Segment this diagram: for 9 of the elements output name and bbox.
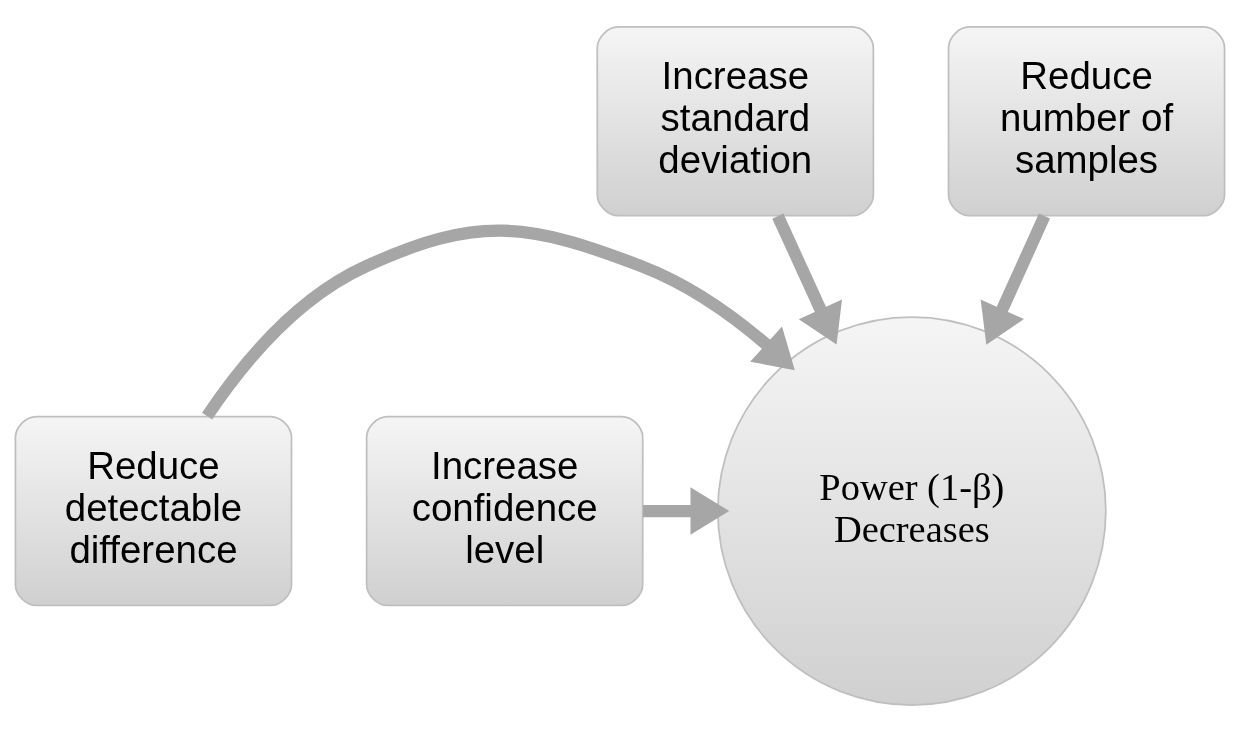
arrow [643, 487, 730, 535]
node-box: Increase confidence level [365, 415, 644, 607]
node-box: Reduce number of samples [947, 26, 1226, 217]
arrow [772, 213, 842, 345]
node-box: Reduce detectable difference [14, 415, 293, 607]
node-circle: Power (1-β) Decreases [716, 316, 1107, 706]
arrow [202, 224, 795, 420]
node-box: Increase standard deviation [596, 26, 875, 217]
arrow [980, 213, 1051, 345]
